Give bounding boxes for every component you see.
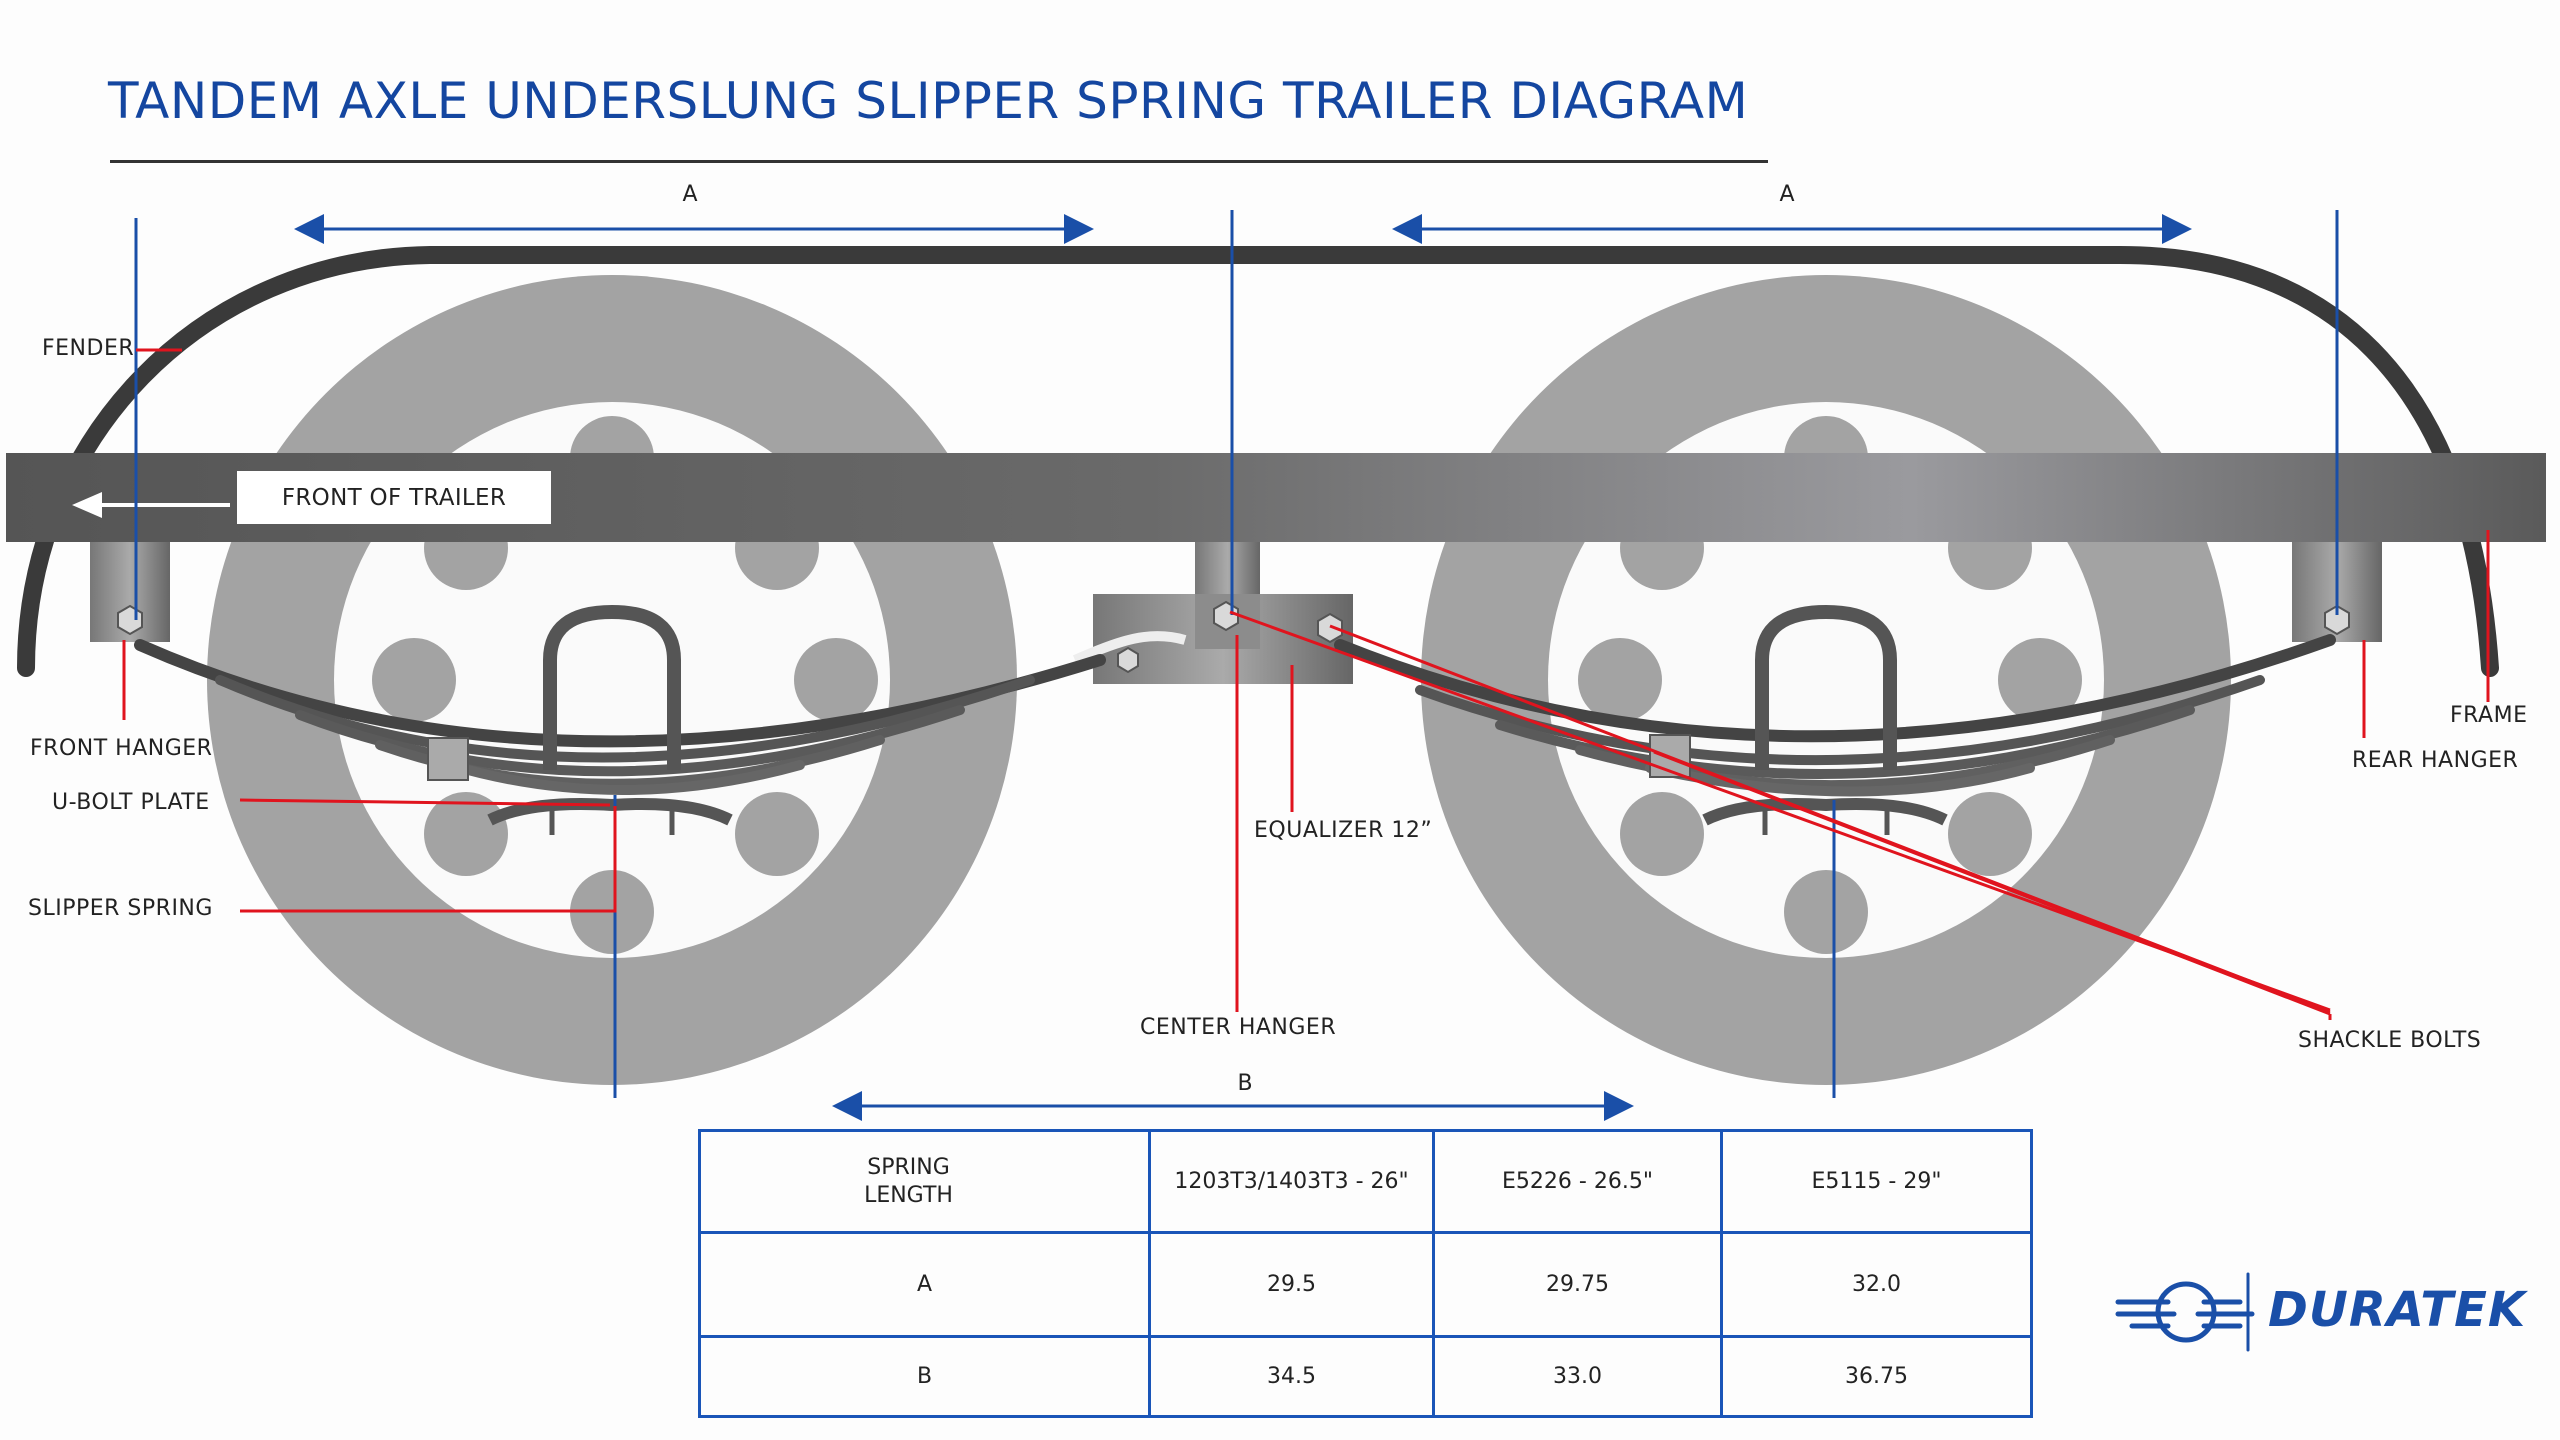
table-cell: 36.75 [1720, 1335, 2033, 1418]
label-shackle-bolts: SHACKLE BOLTS [2298, 1028, 2482, 1053]
front-wheel [207, 275, 1017, 1085]
table-cell: 34.5 [1148, 1335, 1435, 1418]
dimension-b-label: B [1237, 1071, 1252, 1096]
duratek-logo-icon [2115, 1272, 2255, 1352]
table-header-label: SPRING LENGTH [698, 1129, 1151, 1234]
table-row-label: A [698, 1231, 1151, 1338]
page-title: TANDEM AXLE UNDERSLUNG SLIPPER SPRING TR… [108, 72, 1749, 130]
label-slipper-spring: SLIPPER SPRING [28, 896, 213, 921]
brand-name: DURATEK [2268, 1282, 2527, 1338]
label-front-hanger: FRONT HANGER [30, 736, 213, 761]
dimension-a-left-label: A [682, 182, 697, 207]
label-rear-hanger: REAR HANGER [2352, 748, 2519, 773]
callout-lines [122, 348, 2490, 1020]
table-row: A 29.5 29.75 32.0 [698, 1231, 2033, 1338]
label-u-bolt-plate: U-BOLT PLATE [52, 790, 210, 815]
equalizer [1072, 594, 1353, 684]
label-fender: FENDER [42, 336, 135, 361]
table-row: B 34.5 33.0 36.75 [698, 1335, 2033, 1418]
table-row-label: B [698, 1335, 1151, 1418]
dimension-arrows [294, 214, 2192, 1121]
front-u-bolt [427, 604, 733, 835]
rear-wheel [1421, 275, 2231, 1085]
dimension-a-right-label: A [1779, 182, 1794, 207]
label-center-hanger: CENTER HANGER [1140, 1015, 1337, 1040]
label-frame: FRAME [2450, 703, 2528, 728]
reference-lines [134, 210, 2339, 1098]
table-cell: 33.0 [1432, 1335, 1723, 1418]
front-of-trailer-label: FRONT OF TRAILER [237, 471, 551, 524]
front-arrow [72, 492, 230, 518]
spring-length-table: SPRING LENGTH 1203T3/1403T3 - 26" E5226 … [698, 1129, 2033, 1418]
table-header-col: E5226 - 26.5" [1432, 1129, 1723, 1234]
table-cell: 29.5 [1148, 1231, 1435, 1338]
front-spring [134, 639, 1106, 795]
label-equalizer: EQUALIZER 12” [1254, 818, 1433, 843]
table-header-col: E5115 - 29" [1720, 1129, 2033, 1234]
table-cell: 32.0 [1720, 1231, 2033, 1338]
table-cell: 29.75 [1432, 1231, 1723, 1338]
table-header-row: SPRING LENGTH 1203T3/1403T3 - 26" E5226 … [698, 1129, 2033, 1234]
title-underline [110, 160, 1768, 163]
table-header-col: 1203T3/1403T3 - 26" [1148, 1129, 1435, 1234]
front-hanger [90, 542, 170, 642]
